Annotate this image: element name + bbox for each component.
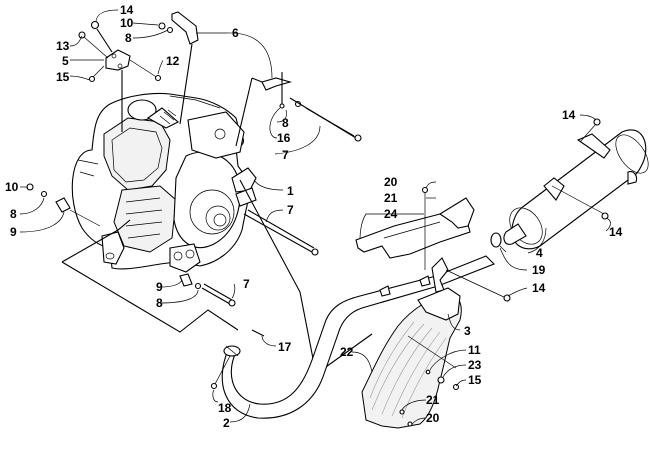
- callout-13: 13: [56, 39, 70, 53]
- callout-14: 14: [532, 281, 546, 295]
- heat-shield-part-24[interactable]: [355, 186, 475, 271]
- callout-14: 14: [562, 108, 576, 122]
- spacer-part-9-left[interactable]: [55, 197, 101, 227]
- washer-part-11[interactable]: [425, 369, 431, 375]
- callout-5: 5: [62, 54, 69, 68]
- callout-8: 8: [10, 207, 17, 221]
- bolt-part-7-lower[interactable]: [201, 283, 236, 307]
- callout-9: 9: [156, 280, 163, 294]
- gasket-part-17[interactable]: [251, 329, 265, 337]
- callout-19: 19: [532, 263, 546, 277]
- callout-21: 21: [384, 191, 398, 205]
- callout-7: 7: [282, 148, 289, 162]
- bolt-part-12[interactable]: [129, 59, 162, 82]
- callout-12: 12: [166, 54, 180, 68]
- screw-part-16[interactable]: [279, 103, 285, 109]
- hardware-line-11-23-15: [407, 335, 457, 369]
- washer-part-8-lower[interactable]: [194, 282, 202, 290]
- callout-labels: 14 10 8 6 13 5 12 15 8 16 7 14 1 7 10 8 …: [5, 3, 623, 430]
- callout-15: 15: [56, 70, 70, 84]
- callout-24: 24: [384, 207, 398, 221]
- callout-8: 8: [125, 31, 132, 45]
- bolt-part-14-top[interactable]: [90, 20, 113, 53]
- assembly-outline-right: [239, 179, 373, 375]
- callout-14: 14: [120, 3, 134, 17]
- callout-10: 10: [5, 180, 19, 194]
- callout-17: 17: [278, 340, 292, 354]
- callout-22: 22: [340, 345, 354, 359]
- clamp-part-19[interactable]: [490, 232, 507, 253]
- callout-7: 7: [287, 203, 294, 217]
- callout-18: 18: [218, 401, 232, 415]
- washer-part-21-lower[interactable]: [399, 409, 405, 415]
- screw-part-20-lower[interactable]: [407, 421, 413, 427]
- spacer-part-9-lower[interactable]: [179, 273, 193, 287]
- callout-23: 23: [468, 358, 482, 372]
- bracket-part-5[interactable]: [105, 49, 131, 132]
- engine-part-1[interactable]: [71, 92, 257, 273]
- callout-21: 21: [426, 393, 440, 407]
- callout-14: 14: [609, 225, 623, 239]
- callout-9: 9: [10, 225, 17, 239]
- callout-1: 1: [287, 184, 294, 198]
- heat-shield-part-22[interactable]: [361, 287, 462, 429]
- muffler-part-4[interactable]: [503, 118, 650, 250]
- bolt-part-15-top[interactable]: [88, 65, 105, 83]
- callout-4: 4: [536, 246, 543, 260]
- assembly-outline-left: [61, 261, 239, 333]
- bolt-part-14-lower[interactable]: [445, 269, 511, 302]
- bolt-part-18[interactable]: [210, 355, 231, 390]
- nut-part-13[interactable]: [78, 31, 109, 59]
- callout-20: 20: [384, 175, 398, 189]
- washer-part-8-left[interactable]: [40, 190, 48, 198]
- bolt-part-7-middle[interactable]: [243, 209, 319, 256]
- leader-lines: [19, 9, 611, 425]
- bolt-part-7-upper[interactable]: [289, 97, 362, 142]
- callout-11: 11: [468, 343, 481, 357]
- callout-16: 16: [277, 131, 291, 145]
- callout-2: 2: [223, 416, 230, 430]
- exhaust-pipe-part-2[interactable]: [221, 255, 495, 419]
- bolt-part-15-lower[interactable]: [452, 383, 460, 391]
- engine-bracket-line: [61, 219, 131, 263]
- callout-8: 8: [156, 296, 163, 310]
- grommet-part-23[interactable]: [437, 376, 445, 384]
- callout-3: 3: [464, 324, 471, 338]
- callout-7: 7: [243, 277, 250, 291]
- callout-20: 20: [426, 411, 440, 425]
- bracket-part-6-rear[interactable]: [235, 72, 293, 147]
- callout-15: 15: [468, 373, 482, 387]
- callout-6: 6: [232, 26, 239, 40]
- callout-10: 10: [120, 16, 134, 30]
- callout-8: 8: [282, 116, 289, 130]
